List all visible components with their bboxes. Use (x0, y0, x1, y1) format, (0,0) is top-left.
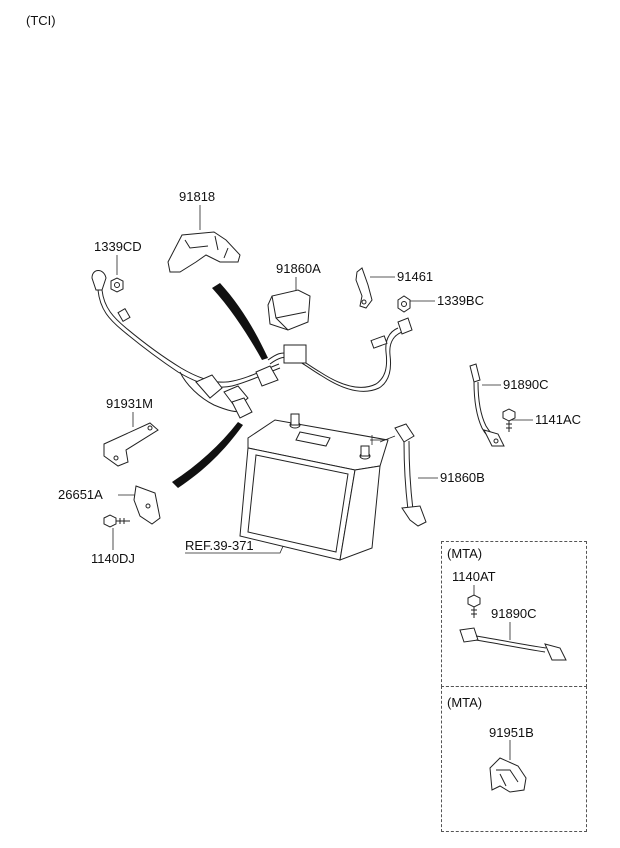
reference-label[interactable]: REF.39-371 (185, 538, 254, 553)
harness-91860a[interactable] (91, 270, 413, 419)
part-label-26651a[interactable]: 26651A (58, 487, 103, 502)
connector-arrow-upper (212, 283, 268, 360)
bolt-1141ac[interactable] (502, 408, 516, 432)
cable-91860b[interactable] (379, 423, 427, 527)
bolt-1140at[interactable] (467, 594, 481, 618)
cover-91818[interactable] (167, 231, 241, 273)
bracket-91931m[interactable] (103, 422, 159, 467)
part-label-1141ac[interactable]: 1141AC (535, 412, 582, 427)
mta-box-bracket-title: (MTA) (447, 695, 483, 710)
bracket-91461[interactable] (355, 267, 373, 309)
bolt-1140dj[interactable] (103, 514, 130, 528)
battery[interactable] (239, 413, 389, 561)
part-label-91818[interactable]: 91818 (179, 189, 216, 204)
part-label-1339bc[interactable]: 1339BC (437, 293, 484, 308)
bracket-91951b[interactable] (489, 757, 527, 793)
part-label-91951b[interactable]: 91951B (489, 725, 534, 740)
mta-box-bracket (441, 686, 587, 832)
cable-91890c[interactable] (469, 363, 505, 447)
bracket-26651a[interactable] (133, 485, 161, 525)
part-label-91860a[interactable]: 91860A (276, 261, 321, 276)
nut-1339cd[interactable] (110, 277, 124, 293)
cable-91890c-mta[interactable] (459, 627, 567, 661)
part-label-91461[interactable]: 91461 (397, 269, 434, 284)
part-label-91931m[interactable]: 91931M (106, 396, 153, 411)
nut-1339bc[interactable] (397, 295, 411, 313)
part-label-1140dj[interactable]: 1140DJ (91, 551, 135, 566)
part-label-1339cd[interactable]: 1339CD (94, 239, 142, 254)
part-label-91890c[interactable]: 91890C (503, 377, 549, 392)
part-label-91860b[interactable]: 91860B (440, 470, 485, 485)
part-label-91890c-mta[interactable]: 91890C (491, 606, 537, 621)
part-label-1140at[interactable]: 1140AT (452, 569, 496, 584)
connector-arrow-lower (172, 422, 243, 488)
variant-label: (TCI) (26, 13, 56, 28)
mta-box-cable-title: (MTA) (447, 546, 483, 561)
